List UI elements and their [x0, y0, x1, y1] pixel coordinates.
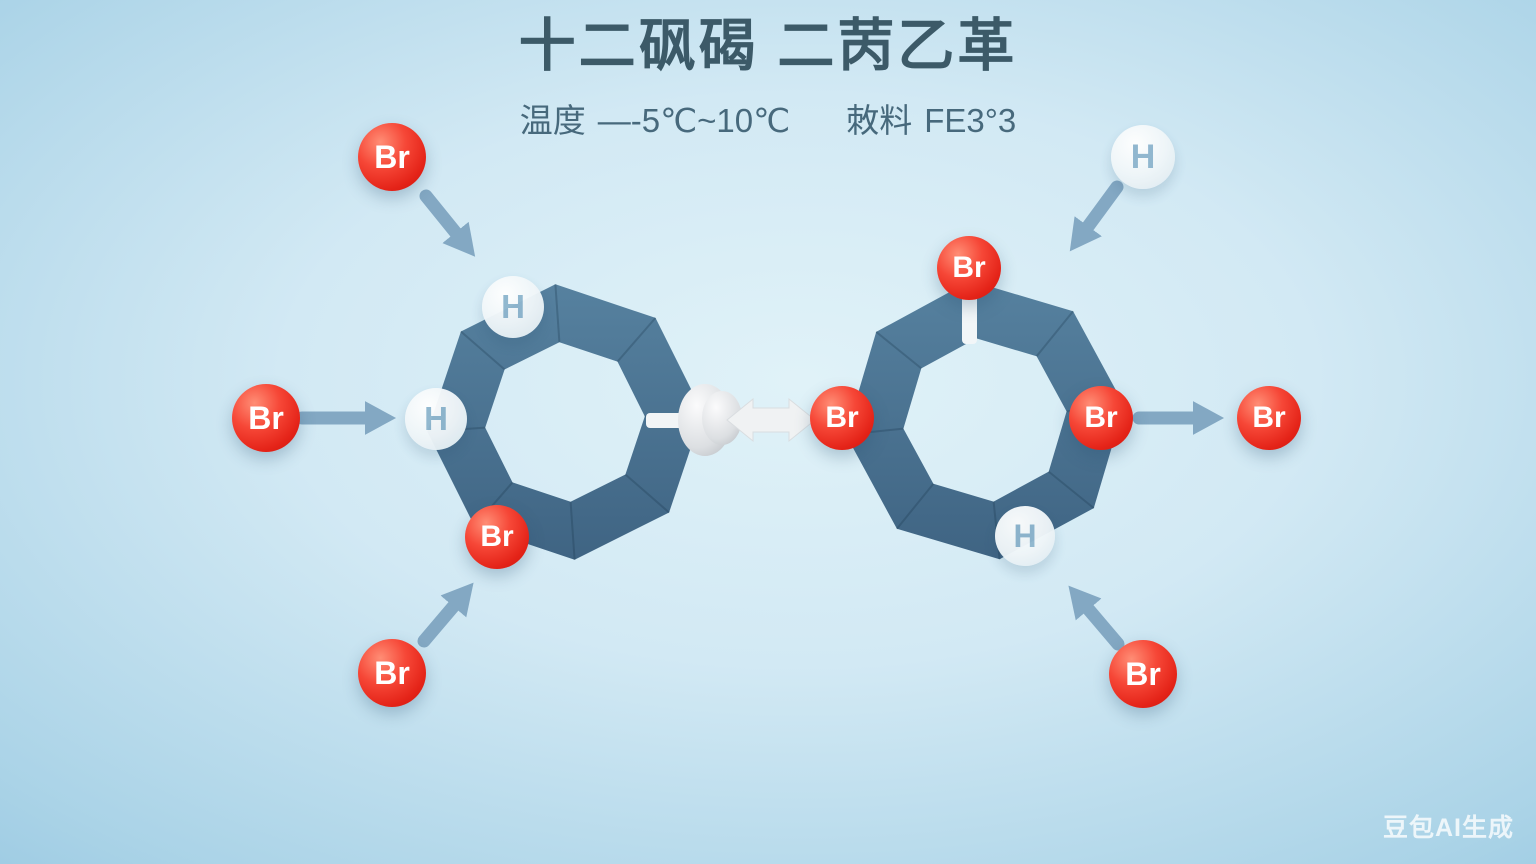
ring-left-seam	[460, 330, 506, 371]
ai-watermark: 豆包AI生成	[1382, 814, 1514, 842]
material-value: FE3°3	[924, 102, 1017, 139]
h-atom-left-ring-west: H	[405, 388, 467, 450]
diagram-title: 十二砜碣 二苪乙革	[518, 14, 1018, 78]
br-atom-center: Br	[810, 386, 874, 450]
temperature-label: 温度	[519, 102, 586, 139]
br-atom-top-left: Br	[358, 123, 426, 191]
ring-left-seam	[569, 501, 576, 560]
br-atom-far-right: Br	[1237, 386, 1301, 450]
connector-blob-lobe	[702, 391, 742, 445]
br-atom-bottom-right: Br	[1109, 640, 1177, 708]
arrow-br-bottom-right-in	[1068, 585, 1125, 651]
right-ring-top-bond-stick	[962, 294, 977, 344]
reaction-connector	[646, 294, 977, 456]
br-atom-bottom-left: Br	[358, 639, 426, 707]
h-atom-right-ring-lower: H	[995, 506, 1055, 566]
ring-left-seam	[624, 473, 670, 514]
octagon-rings	[427, 280, 1125, 560]
arrow-br-top-left-in	[419, 189, 476, 257]
caption-block: 十二砜碣 二苪乙革 温度 —-5℃~10℃ 敇料 FE3°3	[0, 0, 1536, 142]
h-atom-top-right: H	[1111, 125, 1175, 189]
ring-left-seam	[554, 284, 561, 343]
ring-left-seam	[616, 317, 657, 363]
reaction-arrows	[295, 180, 1225, 651]
br-atom-left-ring-lower: Br	[465, 505, 529, 569]
ring-right-seam	[1048, 470, 1095, 509]
arrow-h-top-right-in	[1069, 180, 1124, 252]
ring-right-seam	[1035, 310, 1074, 357]
diagram-subtitle: 温度 —-5℃~10℃ 敇料 FE3°3	[0, 94, 1536, 142]
ring-right	[845, 280, 1125, 560]
br-atom-mid-left: Br	[232, 384, 300, 452]
temperature-value: —-5℃~10℃	[597, 102, 791, 139]
arrow-br-bottom-left-in	[417, 582, 474, 648]
br-atom-right-ring-top: Br	[937, 236, 1001, 300]
h-atom-left-ring-top: H	[482, 276, 544, 338]
material-label: 敇料	[846, 102, 913, 139]
ring-right-seam	[896, 483, 935, 530]
ring-right-seam	[875, 331, 922, 370]
ring-left	[427, 284, 703, 560]
br-atom-right-ring-east: Br	[1069, 386, 1133, 450]
